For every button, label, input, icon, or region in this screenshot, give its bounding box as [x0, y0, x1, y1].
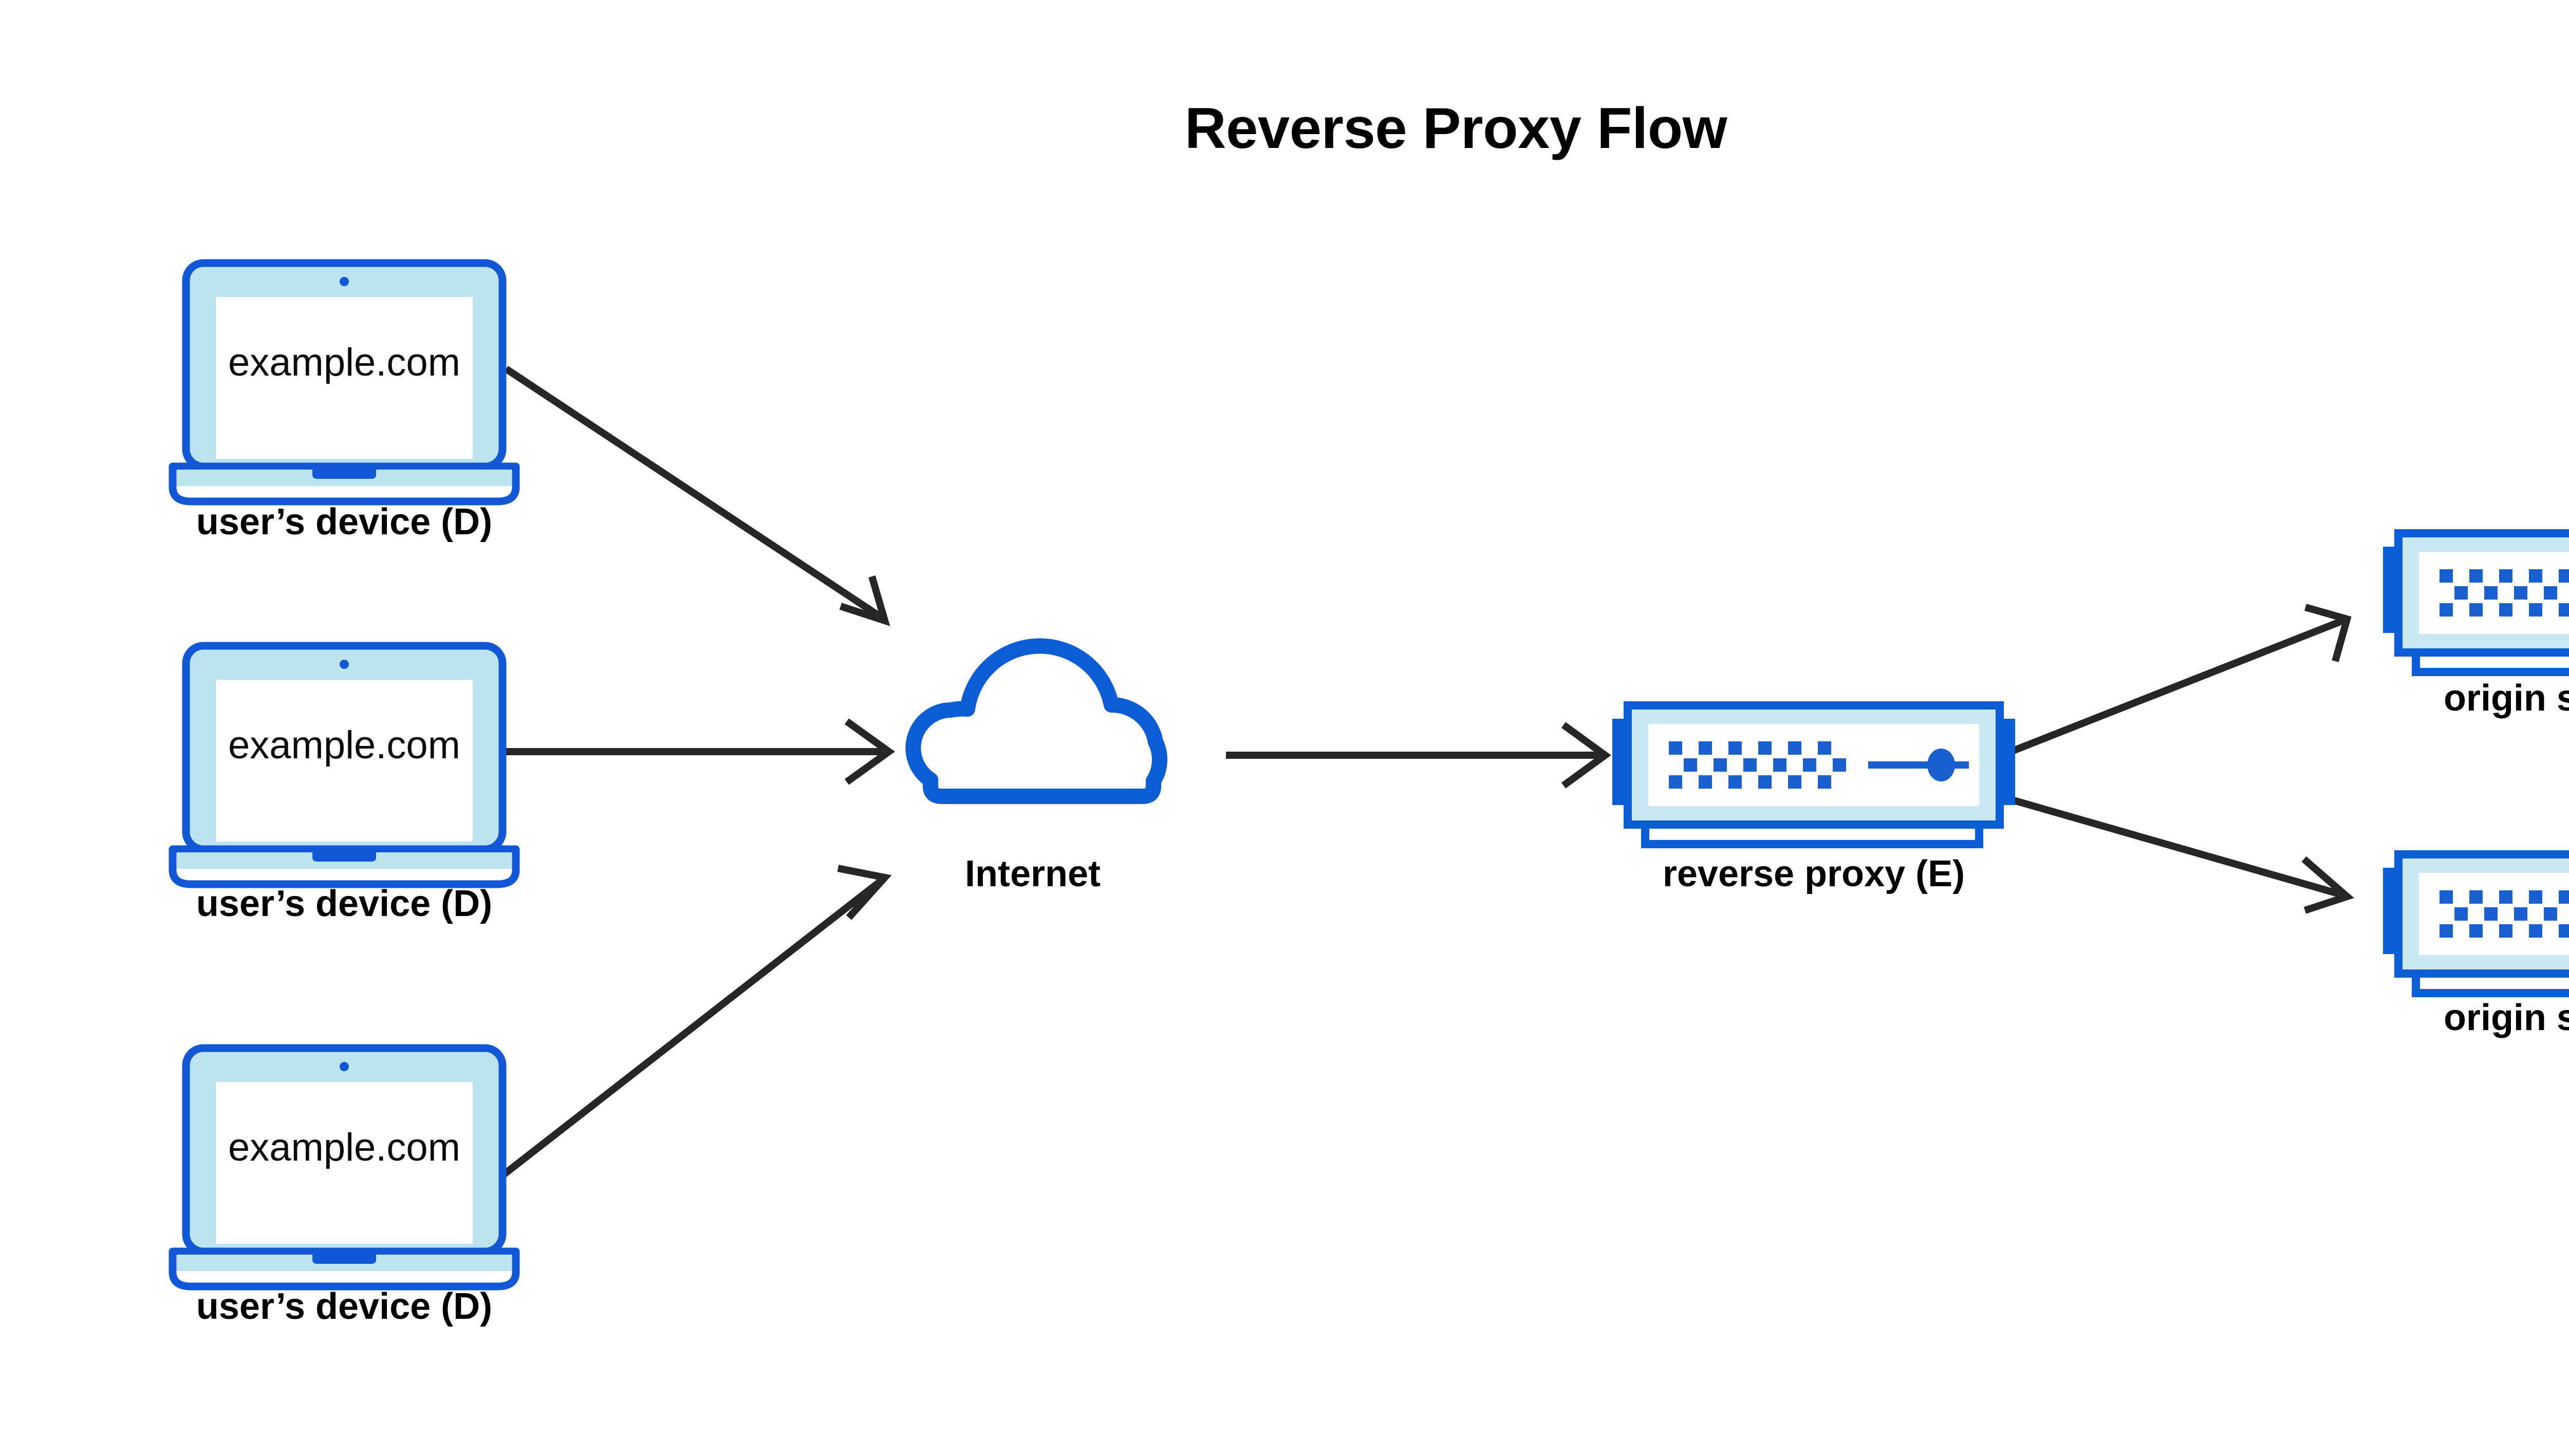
page-title: Reverse Proxy Flow — [1184, 96, 1727, 160]
node-internet-cloud[interactable] — [913, 646, 1160, 796]
client-middle-label: user’s device (D) — [196, 883, 493, 924]
edge-client-bottom-to-internet — [500, 865, 892, 1179]
internet-label: Internet — [964, 853, 1101, 894]
edge-proxy-to-origin-bottom — [1991, 791, 2354, 914]
client-top-screen-text: example.com — [228, 341, 460, 384]
client-bottom-screen-text: example.com — [228, 1126, 460, 1169]
origin-bottom-label: origin server (F) — [2443, 997, 2569, 1038]
node-reverse-proxy[interactable] — [1612, 705, 2015, 844]
node-origin-bottom[interactable] — [2383, 854, 2569, 993]
node-origin-top[interactable] — [2383, 533, 2569, 672]
client-top-label: user’s device (D) — [196, 501, 493, 543]
client-bottom-label: user’s device (D) — [196, 1286, 493, 1327]
edge-internet-to-proxy — [1226, 722, 1611, 789]
edge-client-top-to-internet — [504, 366, 890, 626]
edge-client-middle-to-internet — [502, 718, 895, 785]
edge-proxy-to-origin-top — [1991, 604, 2352, 762]
origin-top-label: origin server (F) — [2443, 678, 2569, 719]
reverse-proxy-label: reverse proxy (E) — [1662, 853, 1965, 894]
client-middle-screen-text: example.com — [228, 723, 460, 767]
